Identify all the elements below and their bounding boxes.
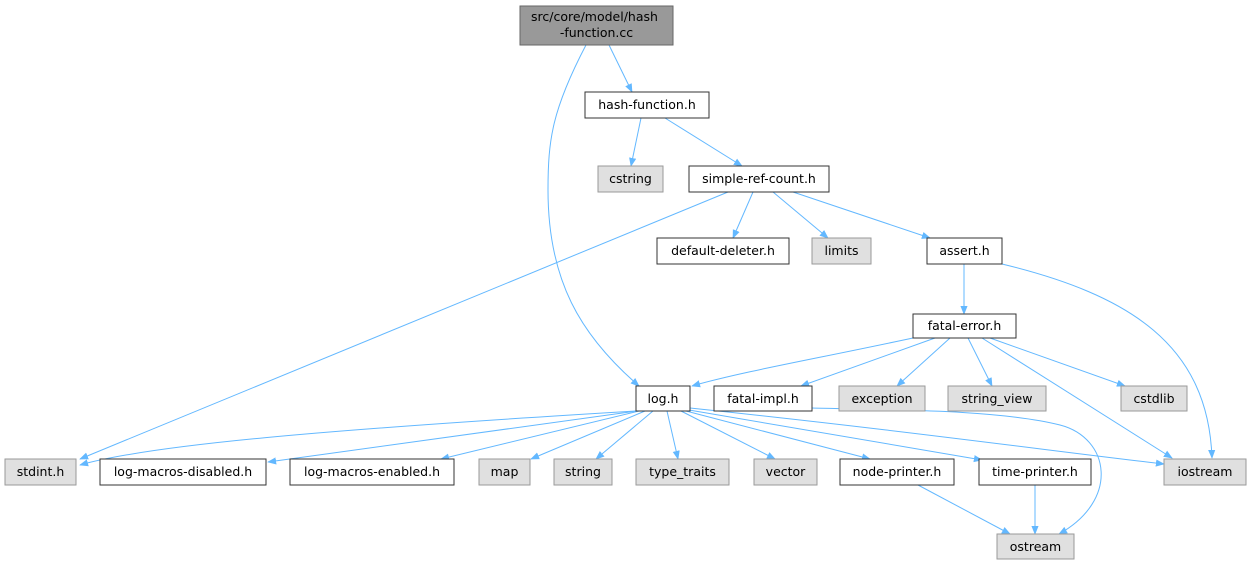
node-default-deleter-h-label: default-deleter.h [671, 243, 775, 258]
node-vector: vector [753, 458, 818, 486]
node-fatal-impl-h-label: fatal-impl.h [727, 391, 799, 406]
node-assert-h-label: assert.h [939, 243, 989, 258]
edge-log-h-to-log-macros-enabled-h [440, 410, 640, 461]
node-cstring: cstring [597, 165, 664, 193]
node-log-h[interactable]: log.h [635, 385, 691, 412]
node-node-printer-h-label: node-printer.h [853, 464, 942, 479]
edge-fatal-error-h-to-log-h [691, 337, 914, 388]
node-stdint-h-label: stdint.h [17, 464, 65, 479]
node-hash-function-h[interactable]: hash-function.h [584, 91, 710, 119]
edge-hash-function-h-to-cstring [629, 117, 642, 167]
node-root-file-label: src/core/model/hash -function.cc [531, 9, 662, 40]
node-string-label: string [565, 464, 601, 479]
edge-assert-h-to-iostream [1001, 263, 1216, 459]
edge-log-h-to-stdint-h [79, 410, 637, 467]
edge-hash-function-h-to-simple-ref-count-h [664, 117, 743, 167]
edge-fatal-error-h-to-cstdlib [989, 337, 1126, 387]
node-string-view: string_view [947, 385, 1047, 412]
node-type-traits-label: type_traits [649, 464, 716, 479]
node-type-traits: type_traits [635, 458, 730, 486]
edge-log-h-to-node-printer-h [685, 410, 871, 461]
node-string: string [553, 458, 613, 486]
edge-simple-ref-count-h-to-assert-h [792, 191, 931, 239]
node-limits: limits [811, 237, 872, 265]
node-map-label: map [491, 464, 519, 479]
edge-simple-ref-count-h-to-limits [772, 191, 829, 239]
edge-root-to-hash-function-h [608, 44, 633, 93]
node-exception-label: exception [851, 391, 912, 406]
node-ostream-label: ostream [1010, 539, 1061, 554]
node-log-macros-disabled-h-label: log-macros-disabled.h [114, 464, 252, 479]
edge-log-h-to-time-printer-h [688, 409, 983, 463]
node-node-printer-h[interactable]: node-printer.h [839, 458, 955, 486]
node-fatal-impl-h[interactable]: fatal-impl.h [713, 385, 813, 412]
node-root-file[interactable]: src/core/model/hash -function.cc [519, 5, 674, 46]
node-cstdlib-label: cstdlib [1133, 391, 1174, 406]
node-iostream-label: iostream [1178, 464, 1233, 479]
node-cstdlib: cstdlib [1120, 385, 1188, 412]
node-string-view-label: string_view [962, 391, 1033, 406]
node-exception: exception [838, 385, 926, 412]
node-simple-ref-count-h-label: simple-ref-count.h [702, 171, 816, 186]
edge-fatal-error-h-to-iostream [981, 337, 1173, 459]
node-log-h-label: log.h [648, 391, 679, 406]
edge-log-h-to-log-macros-disabled-h [267, 410, 638, 465]
node-fatal-error-h[interactable]: fatal-error.h [912, 313, 1017, 339]
node-fatal-error-h-label: fatal-error.h [928, 318, 1002, 333]
node-log-macros-enabled-h[interactable]: log-macros-enabled.h [289, 458, 455, 486]
node-vector-label: vector [766, 464, 807, 479]
node-assert-h[interactable]: assert.h [926, 237, 1003, 265]
edge-fatal-error-h-to-exception [896, 337, 951, 387]
node-cstring-label: cstring [609, 171, 652, 186]
node-time-printer-h-label: time-printer.h [992, 464, 1078, 479]
node-stdint-h: stdint.h [4, 458, 77, 486]
edge-root-to-log-h [547, 44, 640, 387]
edge-log-h-to-vector [680, 410, 776, 460]
edge-log-h-to-map [530, 410, 646, 460]
edge-simple-ref-count-h-to-stdint-h [79, 191, 729, 460]
edge-log-h-to-string [595, 410, 654, 460]
edge-node-printer-h-to-ostream [917, 484, 1011, 535]
node-hash-function-h-label: hash-function.h [598, 97, 696, 112]
node-root-file-label-line-2: -function.cc [560, 25, 633, 40]
node-limits-label: limits [824, 243, 858, 258]
edge-log-h-to-type-traits [666, 410, 680, 460]
edge-fatal-error-h-to-string-view [967, 337, 993, 387]
node-default-deleter-h[interactable]: default-deleter.h [656, 237, 790, 265]
node-map: map [478, 458, 531, 486]
edge-simple-ref-count-h-to-default-deleter-h [732, 191, 754, 239]
dependency-edges [79, 44, 1216, 535]
node-ostream: ostream [996, 533, 1075, 560]
node-log-macros-disabled-h[interactable]: log-macros-disabled.h [99, 458, 267, 486]
node-log-macros-enabled-h-label: log-macros-enabled.h [304, 464, 440, 479]
edge-log-h-to-iostream [689, 407, 1165, 467]
node-iostream: iostream [1163, 458, 1247, 486]
node-time-printer-h[interactable]: time-printer.h [978, 458, 1092, 486]
node-root-file-label-line-1: src/core/model/hash [531, 9, 658, 24]
edge-fatal-error-h-to-fatal-impl-h [800, 337, 936, 387]
node-simple-ref-count-h[interactable]: simple-ref-count.h [688, 165, 830, 193]
